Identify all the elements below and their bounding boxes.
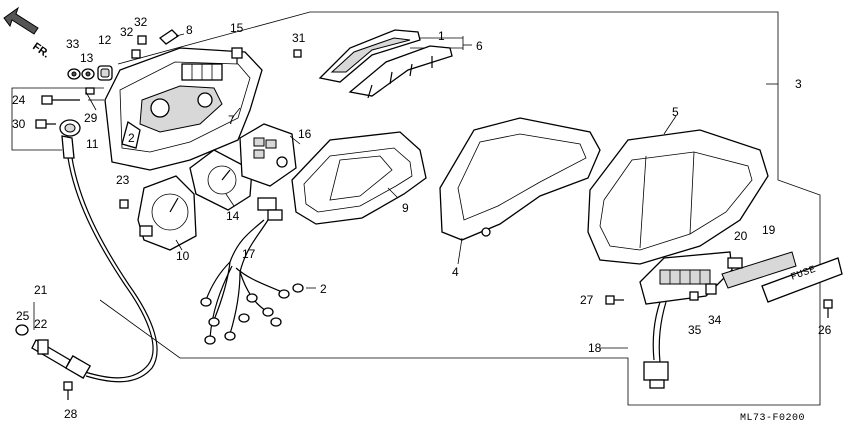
tachometer-gauge — [137, 175, 197, 251]
callout-13: 13 — [80, 51, 94, 65]
callout-32-lower: 32 — [120, 25, 134, 39]
washer-33 — [67, 68, 81, 80]
indicator-lens-assembly — [318, 29, 453, 99]
screw-27 — [605, 295, 624, 305]
callout-2-case: 2 — [128, 131, 135, 145]
bolt-30 — [35, 119, 56, 129]
clip-34 — [705, 283, 717, 295]
callout-28: 28 — [64, 407, 78, 421]
leader-lines — [60, 33, 778, 349]
meter-case — [104, 47, 263, 171]
callout-34: 34 — [708, 313, 722, 327]
callout-27: 27 — [580, 293, 594, 307]
callout-26: 26 — [818, 323, 832, 337]
callout-10: 10 — [176, 249, 190, 263]
callout-23: 23 — [116, 173, 130, 187]
cable-fitting — [59, 119, 81, 159]
callout-14: 14 — [226, 209, 240, 223]
callout-32-upper: 32 — [134, 15, 148, 29]
callout-12: 12 — [98, 33, 112, 47]
callout-18: 18 — [588, 341, 602, 355]
callout-33: 33 — [66, 37, 80, 51]
screw-32b — [131, 49, 141, 59]
callout-3: 3 — [795, 77, 802, 91]
callout-5: 5 — [672, 105, 679, 119]
callout-35: 35 — [688, 323, 702, 337]
callout-21: 21 — [34, 283, 48, 297]
screw-15 — [231, 47, 243, 64]
diagram-code: ML73-F0200 — [740, 413, 805, 424]
callout-1: 1 — [438, 29, 445, 43]
combination-gauge — [189, 149, 253, 211]
speedometer-cable — [31, 157, 158, 383]
callout-17: 17 — [242, 247, 256, 261]
assembly-boundary — [99, 11, 821, 406]
callout-11: 11 — [86, 137, 99, 151]
clip-8 — [158, 29, 180, 45]
callout-31: 31 — [292, 31, 306, 45]
direction-label: FR. — [30, 41, 51, 61]
callout-8: 8 — [186, 23, 193, 37]
callout-30: 30 — [12, 117, 26, 131]
bulb-socket-2 — [292, 283, 304, 293]
clip-20 — [727, 257, 743, 269]
callout-15: 15 — [230, 21, 244, 35]
callout-20: 20 — [734, 229, 748, 243]
wire-harness — [200, 197, 290, 345]
callout-7: 7 — [228, 113, 235, 127]
grommet-12 — [97, 65, 113, 81]
lower-meter-case — [439, 117, 601, 241]
washer-13 — [81, 68, 95, 80]
clamp-22 — [37, 339, 49, 355]
callout-6: 6 — [476, 39, 483, 53]
callout-22: 22 — [34, 317, 48, 331]
indicator-unit — [239, 123, 297, 187]
callout-9: 9 — [402, 201, 409, 215]
washer-25 — [15, 324, 29, 336]
callout-29: 29 — [84, 111, 98, 125]
callout-25: 25 — [16, 309, 30, 323]
screw-28 — [63, 381, 73, 400]
callout-2-bulb: 2 — [320, 282, 327, 296]
screw-26 — [823, 299, 833, 318]
left-callout-frame — [11, 87, 104, 151]
meter-visor — [587, 129, 769, 265]
screw-29 — [85, 87, 95, 95]
callout-19: 19 — [762, 223, 776, 237]
meter-panel — [291, 131, 427, 225]
callout-24: 24 — [12, 93, 26, 107]
screw-32a — [137, 35, 147, 45]
screw-31 — [293, 49, 302, 58]
callout-16: 16 — [298, 127, 312, 141]
clip-35 — [689, 291, 699, 301]
callout-4: 4 — [452, 265, 459, 279]
screw-23 — [119, 199, 129, 209]
front-direction-arrow-icon: FR. — [3, 6, 52, 61]
